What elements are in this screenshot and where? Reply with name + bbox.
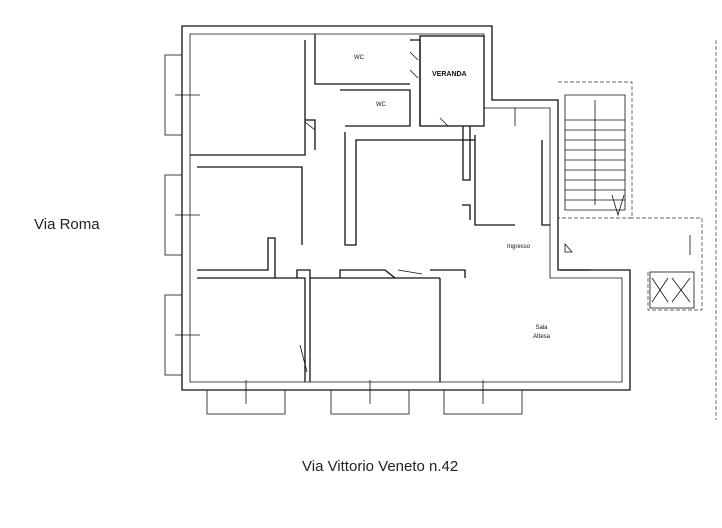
doors	[299, 51, 573, 373]
balconies-bottom	[206, 380, 523, 415]
street-label-left: Via Roma	[34, 216, 100, 233]
room-label-wc-2: WC	[376, 102, 386, 108]
room-label-wc-1: WC	[354, 55, 364, 61]
room-label-sala-line2: Attesa	[533, 334, 551, 340]
room-label-veranda: VERANDA	[432, 71, 467, 78]
street-label-bottom: Via Vittorio Veneto n.42	[302, 458, 459, 475]
outer-walls	[181, 25, 631, 391]
room-label-sala-line1: Sala	[535, 325, 548, 331]
room-label-ingresso: Ingresso	[507, 244, 531, 250]
staircase	[558, 81, 633, 219]
landing-right	[630, 217, 703, 311]
interior-walls	[190, 34, 590, 382]
room-label-sala-attesa: Sala Attesa	[533, 324, 550, 342]
bay-windows-left	[164, 54, 200, 376]
